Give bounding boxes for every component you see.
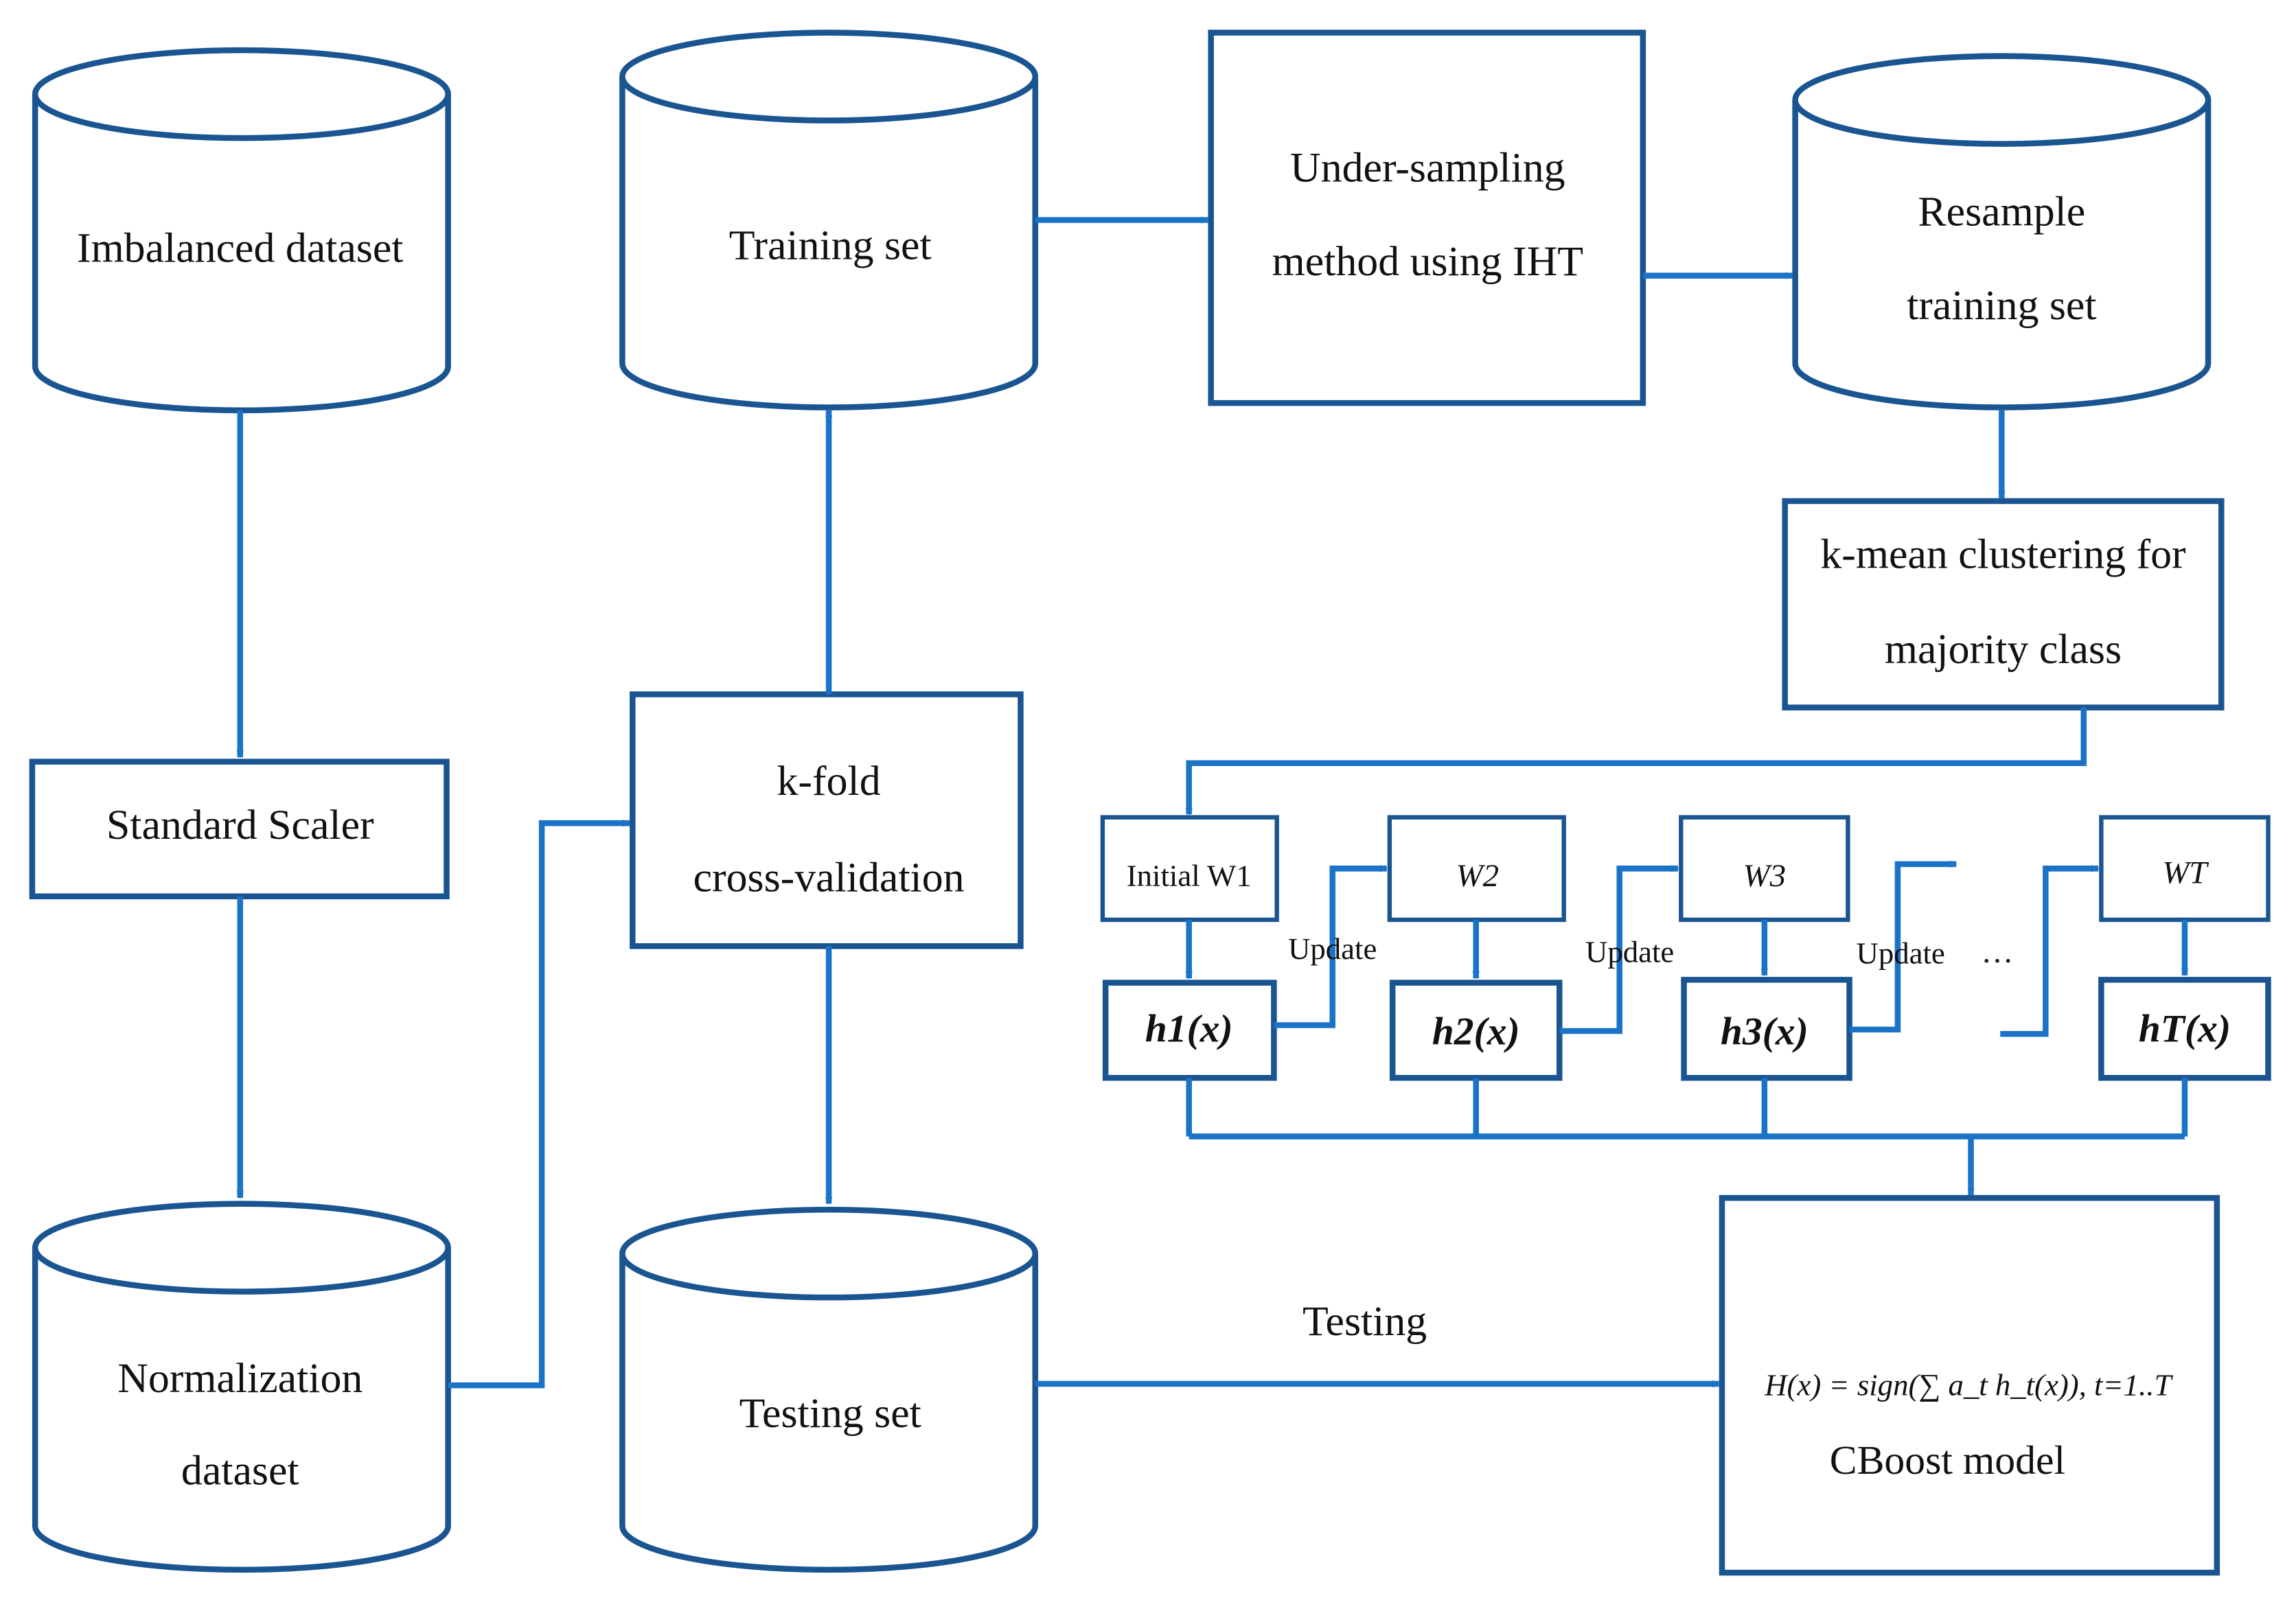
edge-h3-to-next [1849, 860, 1958, 1033]
update-label-3: Update [1857, 936, 1945, 971]
node-testing-set: Testing set [739, 1390, 921, 1437]
node-kmean-line1: k-mean clustering for [1820, 531, 2186, 577]
edge-normalization-to-kfold [448, 819, 631, 1389]
node-imbalanced-dataset: Imbalanced dataset [77, 225, 404, 272]
cboost-model-label: CBoost model [1830, 1437, 2065, 1483]
diagram-edges [236, 216, 2189, 1389]
testing-edge-label: Testing [1302, 1298, 1427, 1345]
node-normalization-line1: Normalization [117, 1355, 363, 1402]
diagram-shapes [29, 30, 2271, 1576]
node-kfold-line1: k-fold [777, 758, 881, 804]
node-undersampling-line2: method using IHT [1272, 238, 1583, 285]
edge-prev-to-wt [2000, 864, 2100, 1037]
wt-box [2099, 815, 2271, 923]
node-h2: h2(x) [1432, 1010, 1520, 1054]
node-w2: W2 [1456, 858, 1500, 894]
node-ht: hT(x) [2139, 1007, 2231, 1050]
node-wt: WT [2162, 855, 2209, 891]
edge-h2-to-w3 [1559, 864, 1679, 1034]
kmean-box [1782, 498, 2225, 710]
node-w1: Initial W1 [1127, 859, 1252, 893]
node-h3: h3(x) [1721, 1010, 1809, 1054]
standard-scaler-box [29, 759, 450, 900]
normalization-dataset-cylinder [32, 1201, 451, 1573]
node-undersampling-line1: Under-sampling [1290, 144, 1565, 191]
w2-box [1387, 815, 1566, 923]
w3-box [1679, 815, 1850, 923]
node-resample-line1: Resample [1918, 188, 2085, 235]
node-kfold-line2: cross-validation [693, 855, 965, 901]
node-kmean-line2: majority class [1885, 626, 2122, 673]
edge-h1-to-w2 [1274, 864, 1388, 1028]
update-label-2: Update [1585, 934, 1674, 969]
testing-set-cylinder [619, 1206, 1039, 1573]
node-standard-scaler: Standard Scaler [106, 802, 374, 848]
undersampling-box [1208, 30, 1646, 406]
node-resample-line2: training set [1907, 282, 2096, 329]
update-label-1: Update [1288, 931, 1377, 966]
w1-box [1100, 815, 1279, 923]
cboost-formula: H(x) = sign(∑ a_t h_t(x)), t=1..T [1764, 1368, 2173, 1402]
cboost-box [1719, 1194, 2220, 1576]
kfold-box [630, 691, 1024, 949]
resample-training-set-cylinder [1792, 53, 2212, 410]
node-h1: h1(x) [1145, 1007, 1233, 1050]
h2-box [1389, 980, 1563, 1081]
node-normalization-line2: dataset [181, 1447, 299, 1494]
h1-box [1102, 980, 1277, 1081]
ellipsis-label: … [1981, 934, 2013, 970]
imbalanced-dataset-cylinder [32, 47, 451, 414]
edge-kmean-to-w1 [1185, 707, 2087, 815]
training-set-cylinder [619, 30, 1039, 410]
h3-box [1681, 977, 1852, 1081]
node-training-set: Training set [729, 222, 932, 268]
node-w3: W3 [1743, 858, 1787, 894]
ht-box [2098, 977, 2271, 1081]
